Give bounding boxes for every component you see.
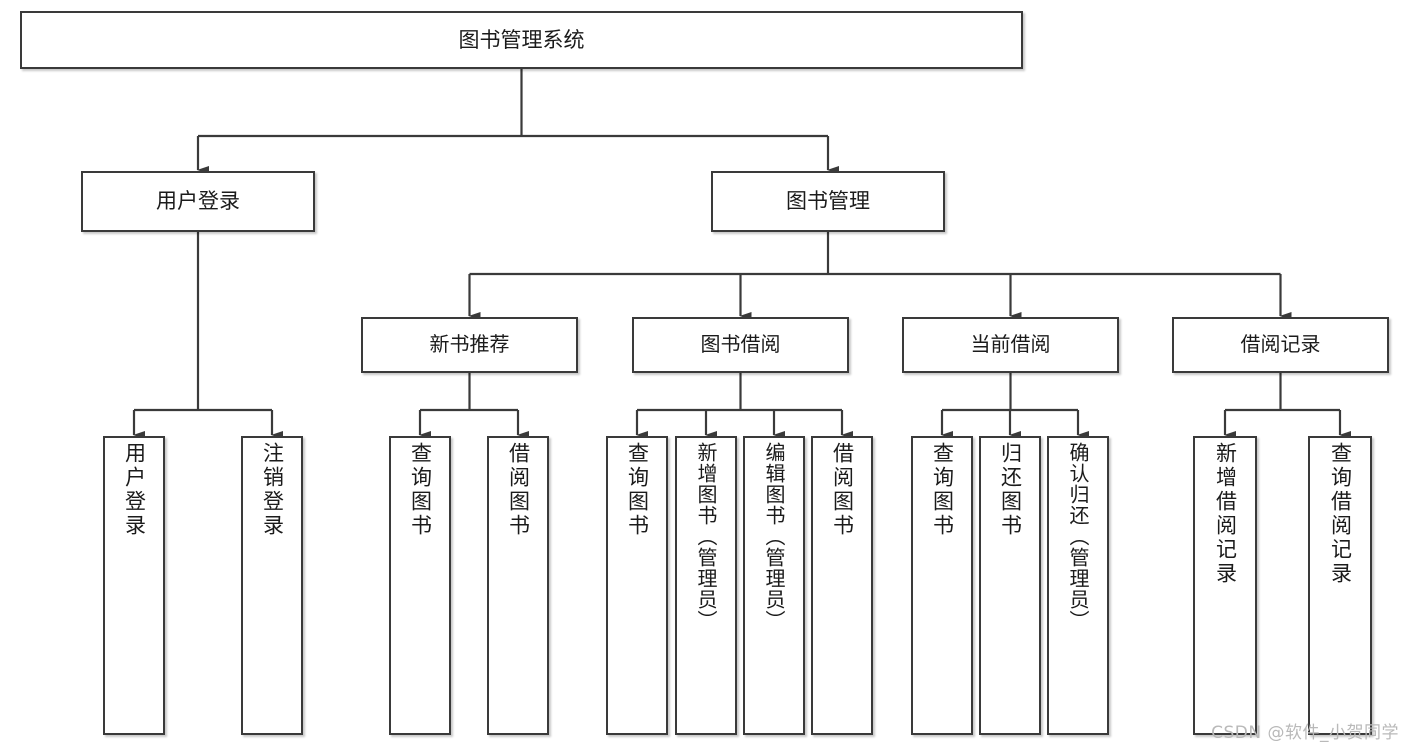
node-leaf-query-book-1[interactable]: 查询图书 [389, 436, 451, 735]
node-leaf-logout-login[interactable]: 注销登录 [241, 436, 303, 735]
node-label: 新增借阅记录 [1213, 442, 1238, 586]
node-label: 借阅记录 [1240, 332, 1321, 357]
node-newbook[interactable]: 新书推荐 [361, 317, 578, 373]
node-label: 查询图书 [625, 442, 650, 538]
node-label: 新增图书（管理员） [694, 442, 718, 631]
node-label: 查询借阅记录 [1328, 442, 1353, 586]
node-leaf-query-book-2[interactable]: 查询图书 [606, 436, 668, 735]
node-label: 查询图书 [408, 442, 433, 538]
node-leaf-borrow-book-1[interactable]: 借阅图书 [487, 436, 549, 735]
node-label: 借阅图书 [506, 442, 531, 538]
node-current[interactable]: 当前借阅 [902, 317, 1119, 373]
node-leaf-borrow-book-2[interactable]: 借阅图书 [811, 436, 873, 735]
node-leaf-query-book-3[interactable]: 查询图书 [911, 436, 973, 735]
node-label: 图书管理 [786, 189, 870, 214]
node-leaf-add-book[interactable]: 新增图书（管理员） [675, 436, 737, 735]
node-label: 图书借阅 [700, 332, 781, 357]
watermark-label: CSDN @软件_小贺同学 [1211, 723, 1399, 743]
node-label: 编辑图书（管理员） [762, 442, 786, 631]
node-leaf-user-login[interactable]: 用户登录 [103, 436, 165, 735]
node-label: 图书管理系统 [458, 27, 585, 52]
node-records[interactable]: 借阅记录 [1172, 317, 1389, 373]
node-label: 借阅图书 [830, 442, 855, 538]
node-leaf-edit-book[interactable]: 编辑图书（管理员） [743, 436, 805, 735]
node-label: 注销登录 [260, 442, 285, 538]
node-borrow[interactable]: 图书借阅 [632, 317, 849, 373]
node-label: 新书推荐 [429, 332, 510, 357]
node-label: 用户登录 [122, 442, 147, 538]
node-leaf-confirm-return[interactable]: 确认归还（管理员） [1047, 436, 1109, 735]
node-label: 用户登录 [156, 189, 240, 214]
node-label: 确认归还（管理员） [1066, 442, 1090, 631]
node-label: 归还图书 [998, 442, 1023, 538]
node-label: 查询图书 [930, 442, 955, 538]
node-root[interactable]: 图书管理系统 [20, 11, 1023, 69]
node-leaf-return-book[interactable]: 归还图书 [979, 436, 1041, 735]
node-login[interactable]: 用户登录 [81, 171, 315, 232]
node-label: 当前借阅 [970, 332, 1051, 357]
node-leaf-query-record[interactable]: 查询借阅记录 [1308, 436, 1372, 735]
node-leaf-add-record[interactable]: 新增借阅记录 [1193, 436, 1257, 735]
node-bookmgmt[interactable]: 图书管理 [711, 171, 945, 232]
